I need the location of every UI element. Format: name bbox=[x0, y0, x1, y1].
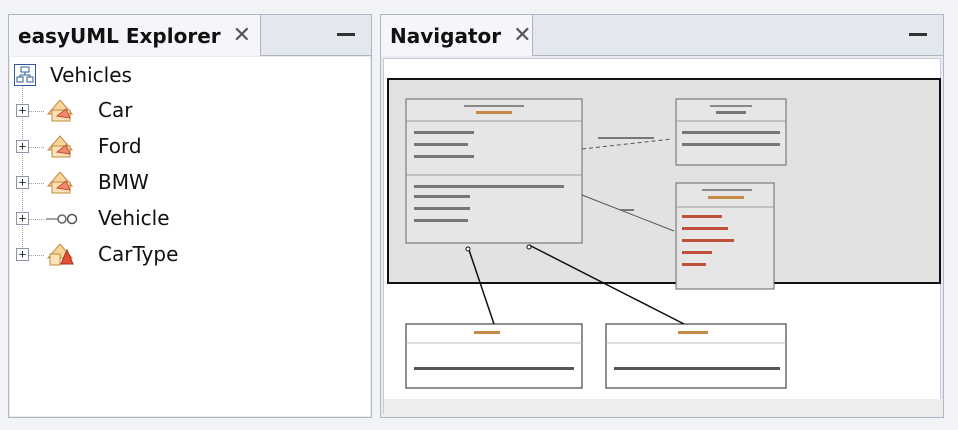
tab-title: easyUML Explorer bbox=[18, 23, 221, 48]
tree-item-car[interactable]: Car bbox=[98, 98, 133, 122]
tree-guide bbox=[22, 219, 44, 220]
tree-guide bbox=[22, 85, 23, 255]
interface-icon bbox=[46, 213, 78, 225]
class-icon bbox=[46, 135, 74, 158]
tree-guide bbox=[22, 183, 44, 184]
tree-guide bbox=[22, 111, 44, 112]
expand-icon[interactable]: + bbox=[16, 140, 29, 153]
minimize-icon bbox=[909, 32, 927, 36]
package-diagram-icon bbox=[14, 64, 36, 86]
navigator-panel: Navigator ✕ bbox=[380, 14, 944, 418]
tab-navigator[interactable]: Navigator ✕ bbox=[381, 15, 533, 56]
explorer-tree: Vehicles + Car + Ford + BMW + bbox=[10, 57, 370, 416]
tree-item-vehicle[interactable]: Vehicle bbox=[98, 206, 170, 230]
close-icon[interactable]: ✕ bbox=[232, 23, 252, 48]
minimize-button[interactable] bbox=[905, 21, 931, 47]
tree-root-label: Vehicles bbox=[50, 63, 132, 87]
tree-item-ford[interactable]: Ford bbox=[98, 134, 142, 158]
tree-guide bbox=[22, 255, 44, 256]
tab-easyuml-explorer[interactable]: easyUML Explorer ✕ bbox=[9, 15, 261, 56]
minimize-icon bbox=[337, 32, 355, 36]
tree-root-vehicles[interactable]: Vehicles bbox=[14, 59, 132, 91]
expand-icon[interactable]: + bbox=[16, 248, 29, 261]
class-icon bbox=[46, 171, 74, 194]
tree-guide bbox=[22, 147, 44, 148]
tree-item-bmw[interactable]: BMW bbox=[98, 170, 149, 194]
enum-icon bbox=[46, 243, 74, 266]
explorer-panel: easyUML Explorer ✕ Vehicles + bbox=[8, 14, 372, 418]
expand-icon[interactable]: + bbox=[16, 176, 29, 189]
explorer-tabbar: easyUML Explorer ✕ bbox=[9, 15, 371, 56]
navigator-tabbar: Navigator ✕ bbox=[381, 15, 943, 56]
tab-title: Navigator bbox=[390, 23, 502, 48]
navigator-canvas[interactable] bbox=[383, 58, 942, 416]
tree-item-cartype[interactable]: CarType bbox=[98, 242, 179, 266]
close-icon[interactable]: ✕ bbox=[513, 23, 532, 48]
expand-icon[interactable]: + bbox=[16, 104, 29, 117]
class-icon bbox=[46, 99, 74, 122]
expand-icon[interactable]: + bbox=[16, 212, 29, 225]
minimize-button[interactable] bbox=[333, 21, 359, 47]
uml-diagram-thumbnail bbox=[384, 98, 942, 416]
